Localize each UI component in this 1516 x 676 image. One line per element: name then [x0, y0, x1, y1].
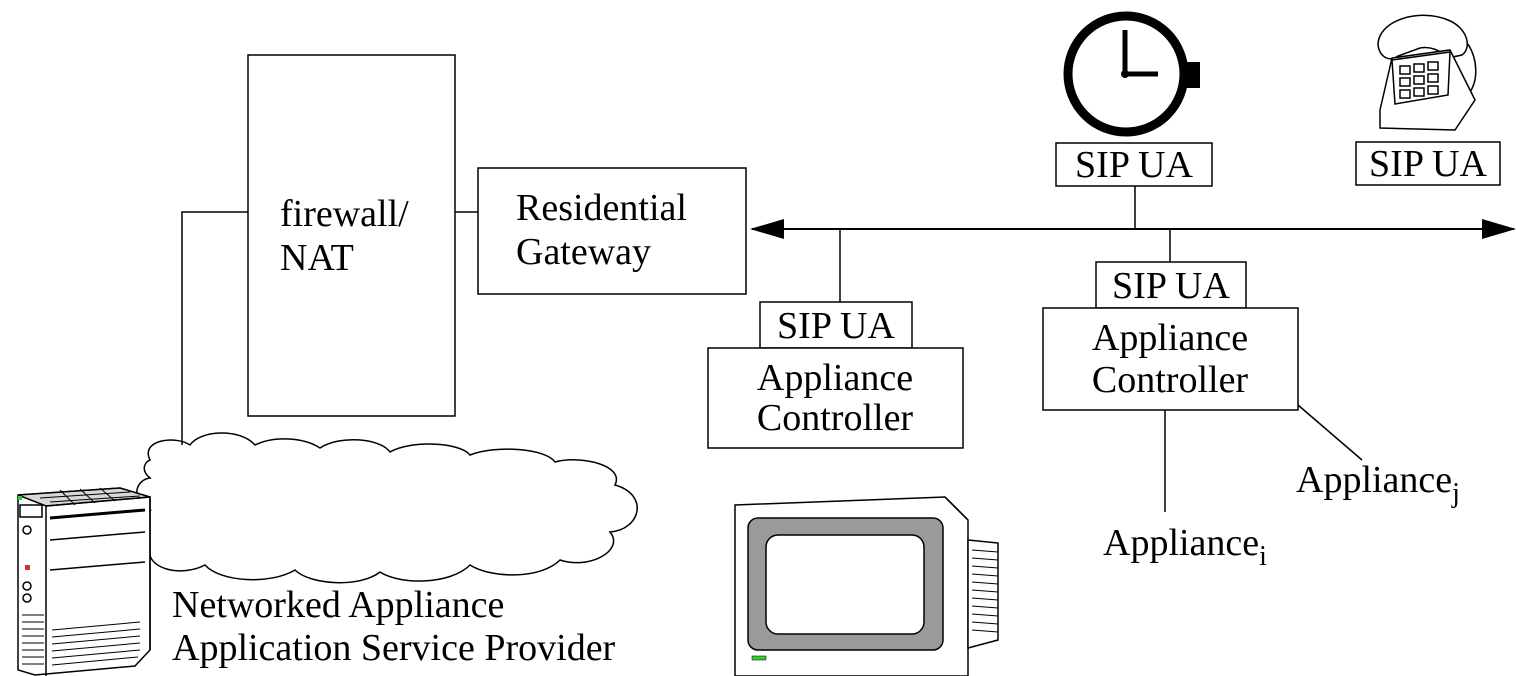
appliance-j-name: Appliance	[1296, 459, 1452, 501]
provider-label-line2: Application Service Provider	[172, 627, 616, 669]
controller-left-sip-ua-box: SIP UA	[759, 301, 913, 349]
appliance-j-subscript: j	[1451, 478, 1460, 509]
phone-sip-ua-box: SIP UA	[1355, 141, 1501, 186]
clock-sip-ua-label: SIP UA	[1075, 144, 1193, 186]
server-icon	[17, 487, 151, 676]
cloud-icon	[132, 432, 638, 584]
appliance-links	[1164, 404, 1363, 512]
firewall-label-line2: NAT	[280, 237, 354, 279]
controller-right-label-line1: Appliance	[1092, 317, 1248, 359]
controller-right-sip-ua-box: SIP UA	[1095, 261, 1247, 309]
controller-left-sip-ua-label: SIP UA	[777, 305, 895, 347]
appliance-i-subscript: i	[1259, 541, 1267, 572]
residential-gateway-box: Residential Gateway	[477, 167, 747, 295]
appliance-i-name: Appliance	[1103, 522, 1259, 564]
phone-sip-ua-label: SIP UA	[1369, 143, 1487, 185]
controller-left-label-line2: Controller	[757, 397, 914, 439]
controller-left-label-line1: Appliance	[757, 357, 913, 399]
telephone-icon	[1377, 14, 1477, 131]
firewall-label-line1: firewall/	[280, 193, 409, 235]
controller-right-box: Appliance Controller	[1042, 307, 1299, 411]
firewall-nat-box: firewall/ NAT	[247, 54, 456, 417]
provider-label-line1: Networked Appliance	[172, 584, 504, 626]
monitor-icon	[734, 496, 999, 676]
gateway-label-line1: Residential	[516, 187, 687, 229]
controller-left-box: Appliance Controller	[707, 347, 964, 449]
bus-drops	[839, 186, 1171, 302]
clock-icon	[1063, 11, 1200, 137]
clock-sip-ua-box: SIP UA	[1055, 142, 1213, 187]
wan-link	[181, 211, 478, 445]
appliance-j-label: Appliancej	[1296, 459, 1460, 509]
appliance-i-label: Appliancei	[1103, 522, 1267, 572]
controller-right-label-line2: Controller	[1092, 359, 1249, 401]
controller-right-sip-ua-label: SIP UA	[1112, 265, 1230, 307]
gateway-label-line2: Gateway	[516, 231, 651, 273]
